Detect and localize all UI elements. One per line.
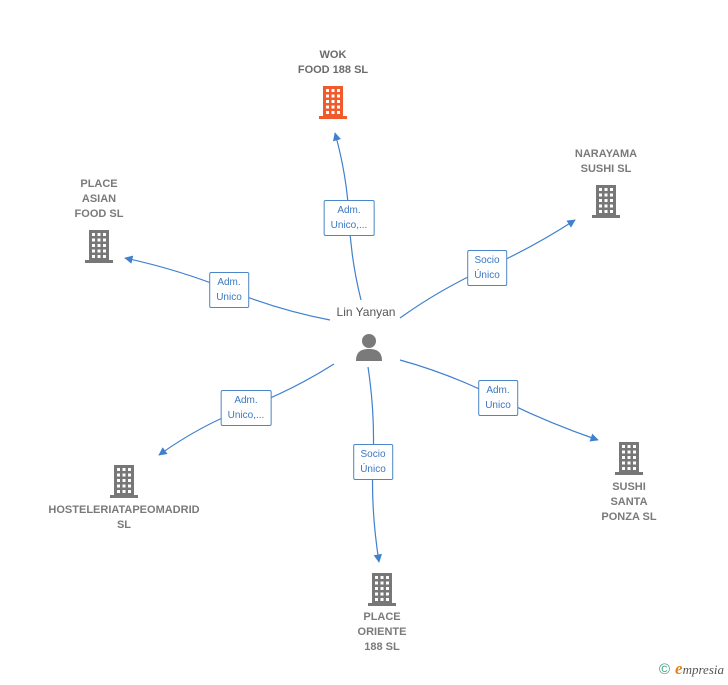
relation-label-hosteleria[interactable]: Adm. Unico,... <box>220 390 272 426</box>
company-label-line: HOSTELERIATAPEOMADRID <box>48 504 200 516</box>
company-label-line: PLACE <box>80 178 118 190</box>
building-icon <box>319 86 347 119</box>
brand-name: mpresia <box>682 662 724 677</box>
company-label-wok[interactable]: WOK FOOD 188 SL <box>298 48 368 78</box>
company-label-place-asian[interactable]: PLACE ASIAN FOOD SL <box>75 177 124 222</box>
relation-label-line: Adm. <box>486 385 510 396</box>
company-label-line: PONZA SL <box>601 511 657 523</box>
company-node-place-asian[interactable] <box>83 228 115 269</box>
person-name[interactable]: Lin Yanyan <box>336 305 396 319</box>
company-label-line: ASIAN <box>81 193 117 205</box>
relation-label-line: Adm. <box>217 277 241 288</box>
company-label-line: SUSHI <box>612 481 646 493</box>
company-node-narayama[interactable] <box>590 183 622 224</box>
building-icon <box>85 230 113 263</box>
company-label-line: ORIENTE <box>357 626 407 638</box>
person-icon[interactable] <box>354 332 384 362</box>
brand-footer: © empresia <box>659 659 724 679</box>
relation-label-wok[interactable]: Adm. Unico,... <box>323 200 375 236</box>
building-icon <box>368 573 396 606</box>
company-node-sushi-santa[interactable] <box>613 440 645 481</box>
relation-label-line: Unico,... <box>227 410 265 421</box>
company-label-line: FOOD 188 SL <box>297 64 369 76</box>
company-label-line: SUSHI SL <box>580 163 632 175</box>
company-label-line: WOK <box>319 49 347 61</box>
relation-label-line: Unico,... <box>330 220 368 231</box>
company-label-line: PLACE <box>363 611 401 623</box>
building-icon <box>110 465 138 498</box>
relation-label-line: Unico <box>216 292 242 303</box>
building-icon <box>592 185 620 218</box>
company-label-line: 188 SL <box>364 641 400 653</box>
company-label-line: FOOD SL <box>74 208 124 220</box>
company-label-line: NARAYAMA <box>574 148 638 160</box>
relation-label-line: Único <box>360 464 386 475</box>
relation-label-line: Único <box>474 270 500 281</box>
company-label-line: SL <box>116 519 132 531</box>
company-label-hosteleria[interactable]: HOSTELERIATAPEOMADRID SL <box>48 503 199 533</box>
building-icon <box>615 442 643 475</box>
brand-e: e <box>675 659 683 678</box>
relation-label-line: Adm. <box>337 205 361 216</box>
company-node-wok[interactable] <box>317 84 349 125</box>
relation-label-line: Socio <box>360 449 386 460</box>
relation-label-sushi-santa[interactable]: Adm. Unico <box>478 380 518 416</box>
relation-label-place-asian[interactable]: Adm. Unico <box>209 272 249 308</box>
company-label-sushi-santa[interactable]: SUSHI SANTA PONZA SL <box>601 480 656 525</box>
company-node-place-oriente[interactable] <box>366 571 398 612</box>
copyright-icon: © <box>658 660 671 678</box>
company-label-place-oriente[interactable]: PLACE ORIENTE 188 SL <box>358 610 407 655</box>
company-label-narayama[interactable]: NARAYAMA SUSHI SL <box>575 147 637 177</box>
company-label-line: SANTA <box>610 496 648 508</box>
company-node-hosteleria[interactable] <box>108 463 140 504</box>
relation-label-line: Unico <box>485 400 511 411</box>
relation-label-line: Adm. <box>234 395 258 406</box>
relation-label-line: Socio <box>474 255 500 266</box>
